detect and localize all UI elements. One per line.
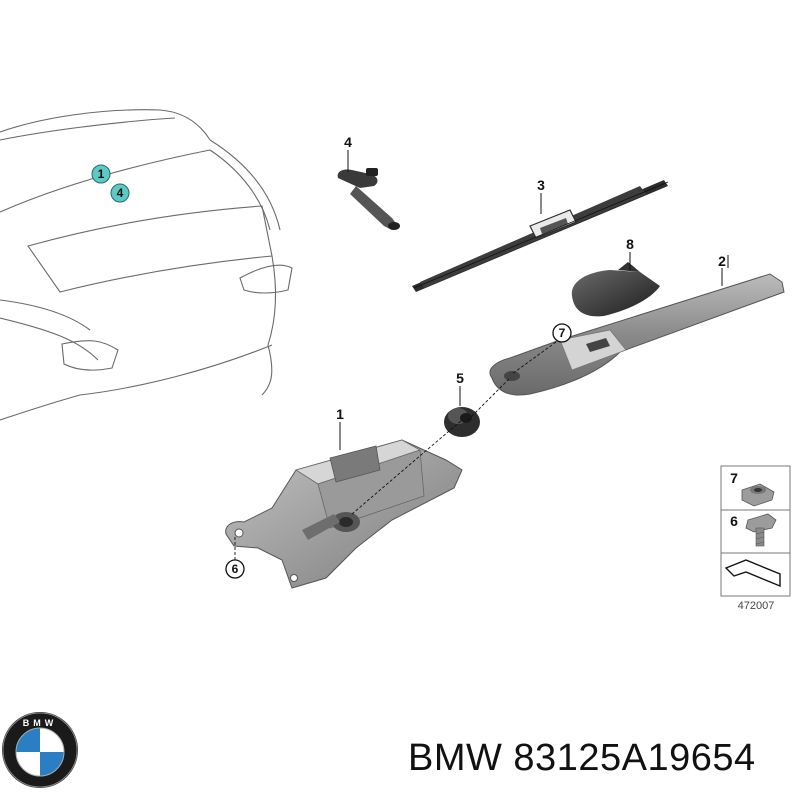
circle-callout-7-label: 7 — [559, 326, 566, 340]
arm-cover — [571, 262, 660, 317]
callout-3: 3 — [537, 177, 545, 193]
part-number-label: BMW 83125A19654 — [408, 737, 756, 779]
legend-number-6: 6 — [730, 513, 738, 529]
circle-callout-7: 7 — [552, 323, 572, 343]
circle-callout-6-label: 6 — [232, 562, 239, 576]
wiper-arm — [489, 273, 785, 396]
leader-axis-motor — [351, 419, 463, 515]
washer-nozzle — [337, 168, 400, 230]
car-marker-1-label: 1 — [98, 167, 105, 181]
callout-2: 2 — [718, 253, 726, 269]
nut-icon — [741, 483, 775, 507]
circle-callout-6: 6 — [225, 559, 245, 579]
car-marker-1: 1 — [91, 164, 111, 184]
diagram-reference-number: 472007 — [738, 600, 775, 612]
callout-5: 5 — [456, 370, 464, 386]
fastener-legend: 7 6 — [720, 465, 791, 597]
callout-1: 1 — [336, 406, 344, 422]
grommet — [444, 407, 480, 437]
bmw-logo: BMW — [2, 712, 78, 788]
wiper-motor — [225, 439, 463, 589]
car-rear-outline — [0, 109, 293, 421]
car-marker-4-label: 4 — [117, 186, 124, 200]
bolt-icon — [745, 513, 777, 547]
car-marker-4: 4 — [110, 183, 130, 203]
legend-number-7: 7 — [730, 470, 738, 486]
bracket-symbol-icon — [724, 559, 781, 588]
leader-7 — [511, 341, 557, 375]
callout-4: 4 — [344, 134, 352, 150]
wiper-blade — [412, 180, 669, 292]
callout-8: 8 — [626, 236, 634, 252]
bmw-logo-lettering: BMW — [23, 718, 58, 728]
